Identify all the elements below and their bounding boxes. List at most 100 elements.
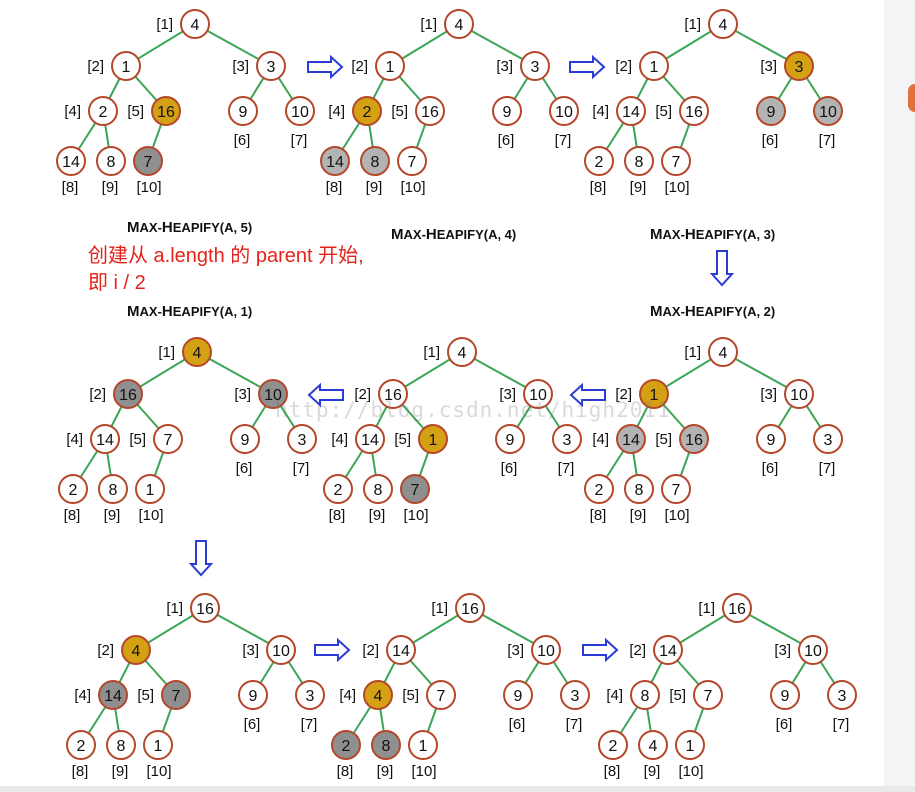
heap-node [360,146,390,176]
heap-node [813,96,843,126]
heap-node-value: 4 [455,17,464,34]
heap-node [661,474,691,504]
heap-node-value: 8 [371,154,380,171]
heap-node-value: 10 [819,104,837,121]
heap-node [552,424,582,454]
heap-node [675,730,705,760]
heap-index-label: [8] [337,763,354,780]
heap-index-label: [1] [156,16,173,33]
heap-node [426,680,456,710]
heap-node-value: 4 [649,738,658,755]
heap-index-label: [4] [64,103,81,120]
heap-node [679,424,709,454]
heap-index-label: [9] [102,179,119,196]
heap-node [266,635,296,665]
heap-index-label: [1] [431,600,448,617]
heap-index-label: [4] [66,431,83,448]
heap-node-value: 3 [298,432,307,449]
heap-node [182,337,212,367]
heap-node [111,51,141,81]
heap-node [113,379,143,409]
annotation-note: 创建从 a.length 的 parent 开始, 即 i / 2 [88,243,364,297]
heap-node-value: 3 [563,432,572,449]
heap-index-label: [1] [698,600,715,617]
heap-node [96,146,126,176]
heap-node-value: 8 [117,738,126,755]
caption-args: (A, 3) [742,227,776,242]
heap-node-value: 9 [506,432,515,449]
heap-node [230,424,260,454]
heap-node-value: 8 [374,482,383,499]
heap-node [135,474,165,504]
heap-index-label: [3] [760,58,777,75]
heap-node-value: 8 [109,482,118,499]
heap-index-label: [4] [74,687,91,704]
heap-node [756,424,786,454]
heap-node [90,424,120,454]
heap-node-value: 10 [291,104,309,121]
heap-node-value: 4 [374,688,383,705]
heap-index-label: [7] [558,460,575,477]
heap-index-label: [5] [391,103,408,120]
heap-node-value: 10 [264,387,282,404]
heap-node [784,379,814,409]
heap-index-label: [6] [776,716,793,733]
heap-index-label: [3] [234,386,251,403]
heap-index-label: [4] [339,687,356,704]
heap-index-label: [6] [498,132,515,149]
heap-index-label: [2] [362,642,379,659]
heap-node [549,96,579,126]
heap-index-label: [7] [819,460,836,477]
heap-index-label: [3] [507,642,524,659]
heap-node [693,680,723,710]
heap-index-label: [6] [509,716,526,733]
heap-index-label: [6] [762,460,779,477]
heap-node-value: 2 [595,482,604,499]
heap-node-value: 1 [686,738,695,755]
heap-node-value: 4 [191,17,200,34]
heap-node [520,51,550,81]
arrow-right-icon [582,637,619,663]
heap-node-value: 1 [429,432,438,449]
heap-tree-7: 16[1]4[2]10[3]14[4]7[5]9[6]3[7]2[8]8[9]1… [66,593,325,780]
heap-node [106,730,136,760]
heap-node-value: 4 [132,643,141,660]
heap-node [56,146,86,176]
heap-node-value: 7 [144,154,153,171]
heap-node-value: 2 [595,154,604,171]
heap-index-label: [7] [301,716,318,733]
heap-node [190,593,220,623]
heap-node [375,51,405,81]
heap-index-label: [6] [244,716,261,733]
arrow-left-icon [307,382,344,408]
heap-index-label: [1] [158,344,175,361]
heap-node-value: 2 [363,104,372,121]
heap-node [827,680,857,710]
heap-index-label: [9] [104,507,121,524]
heap-tree-4: 4[1]1[2]10[3]14[4]16[5]9[6]3[7]2[8]8[9]7… [584,337,843,524]
heap-node-value: 10 [790,387,808,404]
heap-index-label: [1] [423,344,440,361]
heap-node [285,96,315,126]
heap-node [397,146,427,176]
heap-node [151,96,181,126]
heap-node [722,593,752,623]
heap-node [180,9,210,39]
heap-node-value: 9 [514,688,523,705]
heap-node [624,474,654,504]
heap-node-value: 16 [685,432,703,449]
heap-node-value: 9 [781,688,790,705]
heap-node [295,680,325,710]
heap-index-label: [5] [127,103,144,120]
heap-index-label: [8] [326,179,343,196]
heap-node [639,51,669,81]
heap-node-value: 2 [342,738,351,755]
heap-node-value: 16 [157,104,175,121]
caption-args: (A, 5) [219,220,253,235]
heap-index-label: [7] [819,132,836,149]
heap-node [363,474,393,504]
heap-node-value: 14 [659,643,677,660]
heap-node-value: 10 [555,104,573,121]
heap-tree-9: 16[1]14[2]10[3]8[4]7[5]9[6]3[7]2[8]4[9]1… [598,593,857,780]
